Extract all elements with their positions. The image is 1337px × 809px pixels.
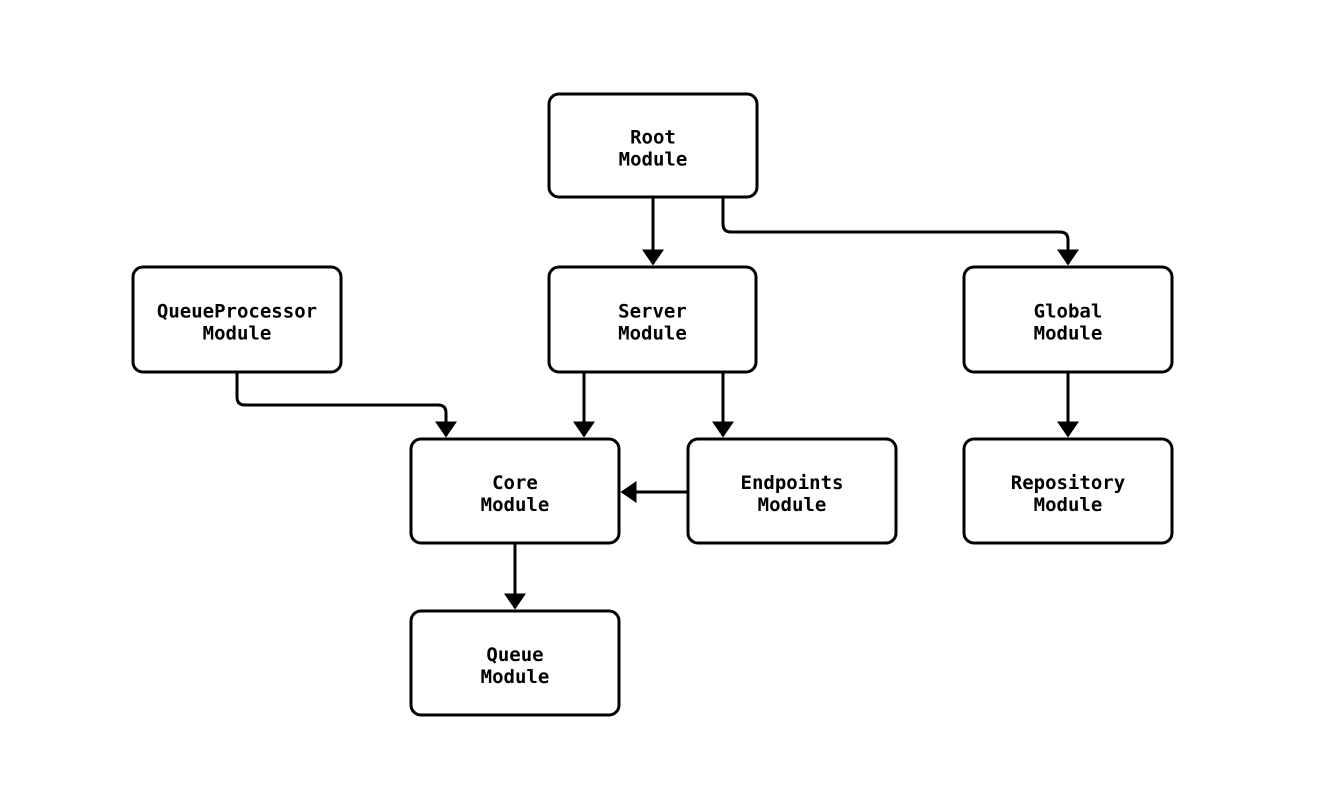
edge-queueprocessor-to-core [235,372,457,438]
root-box [547,92,759,199]
queue-box [409,609,621,717]
edge-root-to-global [721,197,1079,266]
repository-box [962,437,1174,545]
endpoints-box [686,437,898,545]
server-box [547,265,758,374]
edges-layer [235,197,1079,610]
core-box [409,437,621,545]
global-box [962,265,1174,374]
queueprocessor-box [131,265,343,374]
